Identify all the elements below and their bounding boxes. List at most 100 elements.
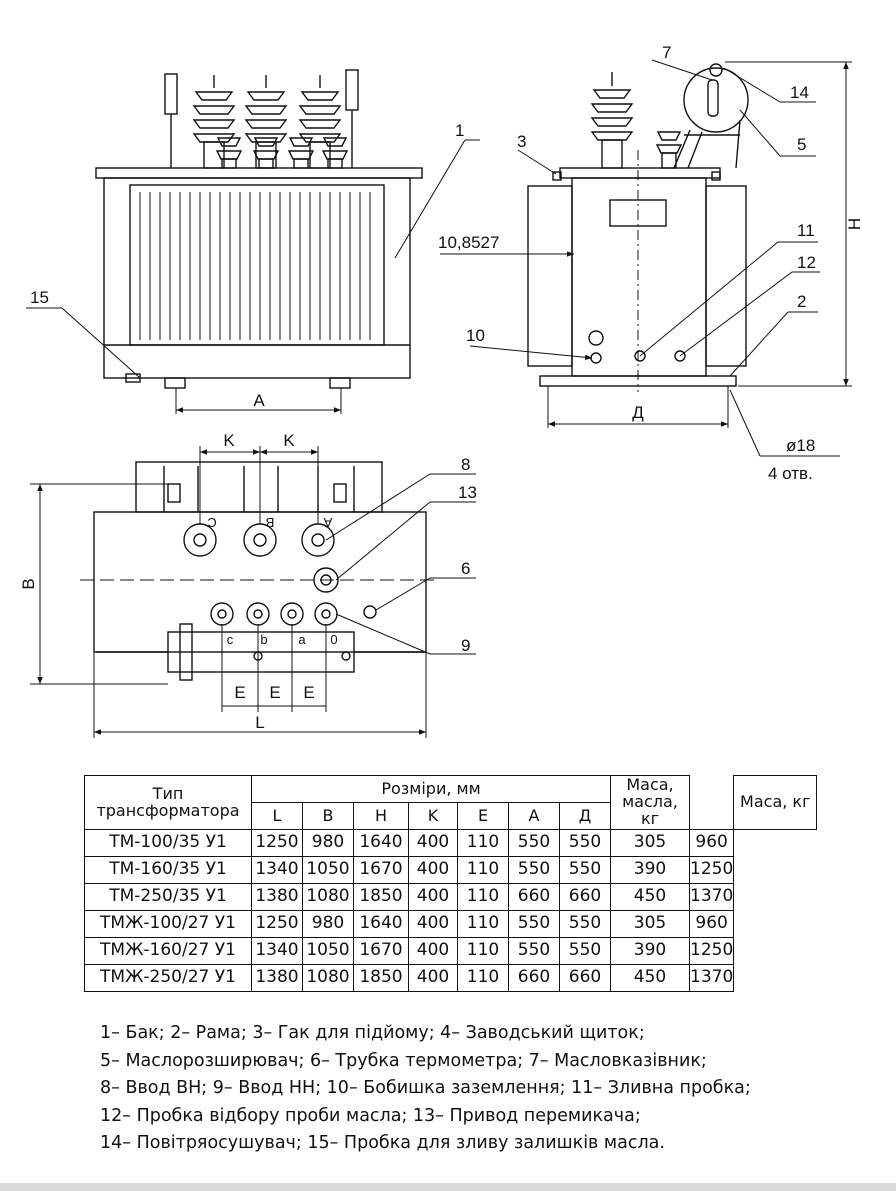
hole-dia-label: ø18 — [786, 436, 815, 455]
cell: 550 — [508, 829, 560, 857]
cell: 550 — [508, 937, 560, 965]
cell: 1380 — [251, 964, 303, 992]
side-view-dims — [440, 59, 852, 457]
hole-count-label: 4 отв. — [768, 464, 813, 483]
cell: 1640 — [353, 829, 409, 857]
cell: 1670 — [353, 937, 409, 965]
cell: 1640 — [353, 910, 409, 938]
dim-l-label: L — [255, 713, 264, 732]
legend-line: 8– Ввод ВН; 9– Ввод НН; 10– Бобишка зазе… — [100, 1078, 751, 1098]
dim-a-label: A — [253, 391, 265, 410]
cell-mass: 1370 — [688, 883, 735, 911]
spec-table: Тип трансформатора Розміри, мм Маса, мас… — [84, 775, 818, 992]
hv-bushing — [244, 75, 288, 169]
dim-b-label: B — [19, 578, 38, 589]
callout-14: 14 — [790, 83, 809, 102]
lv-a-label: a — [298, 632, 306, 647]
cell: 1050 — [302, 856, 354, 884]
cell: 550 — [559, 829, 611, 857]
cell: 550 — [508, 856, 560, 884]
legend-line: 12– Пробка відбору проби масла; 13– Прив… — [100, 1105, 641, 1126]
col-header: K — [408, 802, 458, 830]
table-row: ТМ-100/35 У1 1250 980 1640 400 110 550 5… — [84, 829, 817, 857]
cell: 400 — [408, 937, 458, 965]
header-mass: Маса, кг — [733, 775, 818, 830]
hv-c-label: C — [207, 515, 216, 530]
cell: 1380 — [251, 883, 303, 911]
dim-d-label: Д — [632, 403, 644, 422]
dim-e2-label: E — [269, 683, 280, 702]
cell: 400 — [408, 964, 458, 992]
callout-11: 11 — [797, 221, 815, 240]
header-type: Тип трансформатора — [84, 775, 252, 830]
front-view-dims — [26, 139, 480, 414]
callout-1: 1 — [455, 121, 464, 140]
dim-k2-label: K — [283, 431, 295, 450]
cell: 550 — [559, 856, 611, 884]
cell: 1670 — [353, 856, 409, 884]
callout-15: 15 — [30, 288, 49, 307]
cell: 110 — [457, 829, 509, 857]
cell-type: ТМЖ-160/27 У1 — [84, 937, 252, 965]
cell: 660 — [559, 964, 611, 992]
hv-a-label: A — [323, 515, 332, 530]
col-header: L — [251, 802, 303, 830]
cell: 660 — [508, 883, 560, 911]
legend-line: 1– Бак; 2– Рама; 3– Гак для підйому; 4– … — [100, 1023, 645, 1043]
col-header: Д — [559, 802, 611, 830]
cell-type: ТМ-250/35 У1 — [84, 883, 252, 911]
table-row: ТМЖ-160/27 У1 1340 1050 1670 400 110 550… — [84, 937, 817, 965]
callout-13: 13 — [458, 483, 477, 502]
cell: 1250 — [251, 829, 303, 857]
cell: 1250 — [251, 910, 303, 938]
table-row: ТМ-160/35 У1 1340 1050 1670 400 110 550 … — [84, 856, 817, 884]
table-row: ТМ-250/35 У1 1380 1080 1850 400 110 660 … — [84, 883, 817, 911]
dim-k1-label: K — [223, 431, 235, 450]
callout-7: 7 — [662, 43, 671, 62]
table-header-row: Тип трансформатора Розміри, мм Маса, мас… — [84, 775, 818, 830]
cell: 400 — [408, 883, 458, 911]
table-row: ТМЖ-100/27 У1 1250 980 1640 400 110 550 … — [84, 910, 817, 938]
cell-type: ТМ-100/35 У1 — [84, 829, 252, 857]
front-view — [95, 69, 423, 389]
cell-oil: 390 — [610, 856, 690, 884]
legend-line: 14– Повітряосушувач; 15– Пробка для злив… — [100, 1133, 665, 1153]
cell-mass: 1370 — [688, 964, 735, 992]
hv-b-label: B — [266, 515, 275, 530]
callout-3: 3 — [517, 132, 526, 151]
header-dims: Розміри, мм — [251, 775, 611, 803]
dim-e1-label: E — [234, 683, 245, 702]
lv-bushings — [215, 137, 349, 169]
callout-9: 9 — [461, 636, 470, 655]
dim-h-label: H — [845, 218, 864, 230]
cell: 400 — [408, 856, 458, 884]
cell: 1850 — [353, 964, 409, 992]
bottom-bar — [0, 1183, 896, 1191]
header-oil-mass: Маса, масла, кг — [610, 775, 690, 830]
cell: 110 — [457, 937, 509, 965]
cell: 660 — [508, 964, 560, 992]
callout-10: 10 — [466, 326, 485, 345]
cell-oil: 450 — [610, 883, 690, 911]
transformer-drawing: A 1 15 — [19, 43, 864, 738]
lv-c-label: c — [227, 632, 234, 647]
cell-oil: 305 — [610, 829, 690, 857]
lv-b-label: b — [260, 632, 267, 647]
cell: 550 — [559, 937, 611, 965]
callout-6: 6 — [461, 559, 470, 578]
cell: 550 — [508, 910, 560, 938]
cell-type: ТМЖ-250/27 У1 — [84, 964, 252, 992]
col-header: A — [508, 802, 560, 830]
cell: 110 — [457, 883, 509, 911]
legend-line: 5– Маслорозширювач; 6– Трубка термометра… — [100, 1050, 707, 1071]
cell: 980 — [302, 910, 354, 938]
cell: 1080 — [302, 883, 354, 911]
callout-8: 8 — [461, 455, 470, 474]
cell-type: ТМЖ-100/27 У1 — [84, 910, 252, 938]
cell-oil: 305 — [610, 910, 690, 938]
cell: 1080 — [302, 964, 354, 992]
col-header: E — [457, 802, 509, 830]
cell-mass: 1250 — [688, 856, 735, 884]
cell: 550 — [559, 910, 611, 938]
table-row: ТМЖ-250/27 У1 1380 1080 1850 400 110 660… — [84, 964, 817, 992]
